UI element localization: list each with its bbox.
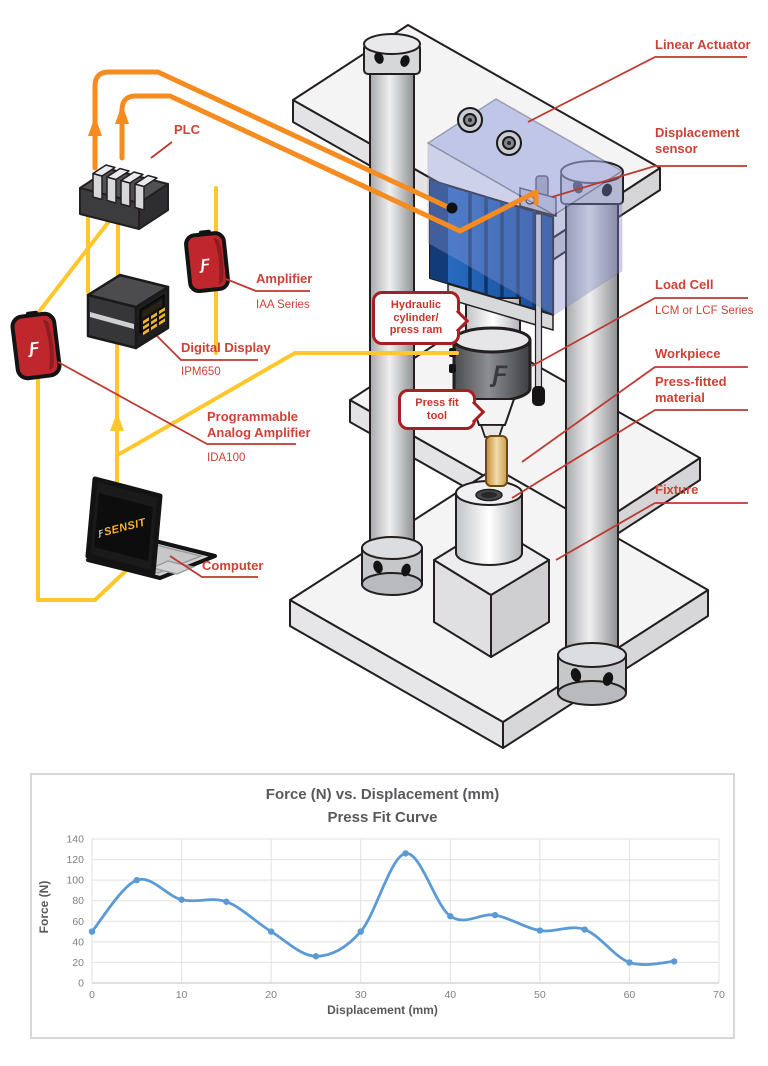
chart-title-line2: Press Fit Curve [327, 809, 438, 826]
x-tick-label: 10 [176, 989, 188, 1001]
y-tick-label: 0 [78, 978, 84, 990]
futek-logo: Ƒ [26, 340, 41, 358]
label-workpiece: Workpiece [655, 346, 721, 361]
label-load-cell: Load Cell [655, 277, 714, 292]
chart-title: Force (N) vs. Displacement (mm) Press Fi… [32, 783, 733, 829]
x-tick-label: 40 [444, 989, 456, 1001]
x-tick-label: 20 [265, 989, 277, 1001]
y-tick-label: 60 [72, 916, 84, 928]
callout-line: cylinder/ [393, 311, 439, 324]
chart-title-line1: Force (N) vs. Displacement (mm) [265, 786, 500, 803]
label-programmable-analog-amplifier: Programmable Analog Amplifier [207, 409, 311, 441]
orange-arrow-up-icon [88, 116, 102, 136]
bolt-icon [496, 130, 522, 156]
label-amplifier: Amplifier [256, 271, 313, 286]
data-point-marker [133, 876, 140, 884]
chart-plot-area: 0 20 40 60 80 100 120 140 0 10 20 30 40 50 60 70 [66, 834, 725, 1002]
data-point-marker [223, 898, 230, 905]
diagram-artwork: Ƒ [10, 24, 748, 749]
workpiece-cylinder [455, 480, 523, 566]
right-post [557, 160, 627, 706]
callout-line: Press fit [415, 397, 459, 409]
y-tick-label: 40 [72, 936, 84, 948]
label-displacement-sensor: Displacement sensor [655, 125, 740, 157]
callout-line: Hydraulic [390, 299, 442, 311]
y-tick-label: 100 [66, 875, 84, 887]
amplifier-ida-device: Ƒ [10, 310, 62, 381]
label-digital-display: Digital Display [181, 340, 271, 355]
chart-y-axis-label: Force (N) [37, 880, 51, 934]
label-line: Analog Amplifier [207, 425, 311, 440]
label-linear-actuator: Linear Actuator [655, 37, 751, 52]
yellow-arrow-up-icon [110, 412, 124, 431]
y-tick-label: 120 [66, 854, 84, 866]
data-point-marker [626, 959, 633, 966]
label-load-cell-series: LCM or LCF Series [655, 305, 754, 317]
callout-hydraulic-cylinder: Hydraulic cylinder/ press ram [372, 291, 460, 345]
data-point-marker [402, 850, 409, 857]
plc-device [79, 164, 169, 230]
futek-logo: Ƒ [97, 528, 106, 538]
wire-connector-dot [446, 202, 458, 214]
press-fit-tool-rod [485, 435, 508, 487]
press-fit-curve-chart: 0 20 40 60 80 100 120 140 0 10 20 30 40 50 60 70 Force … [30, 773, 735, 1039]
x-tick-label: 0 [89, 989, 95, 1001]
label-line: sensor [655, 141, 698, 156]
label-amplifier-series: IAA Series [256, 299, 310, 311]
data-point-marker [447, 912, 454, 920]
label-digital-display-model: IPM650 [181, 366, 221, 378]
x-tick-label: 30 [355, 989, 367, 1001]
orange-arrow-up-icon [115, 104, 129, 124]
data-point-marker [178, 896, 185, 903]
yellow-signal-wires [36, 186, 459, 602]
label-line: Displacement [655, 125, 740, 140]
y-tick-label: 140 [66, 834, 84, 846]
callout-line: tool [426, 409, 448, 422]
load-cell-device: Ƒ [449, 326, 532, 403]
data-point-marker [491, 911, 499, 919]
data-point-marker [88, 928, 96, 935]
y-tick-label: 80 [72, 895, 84, 907]
amplifier-iaa-device: Ƒ [184, 229, 230, 294]
chart-x-axis-label: Displacement (mm) [327, 1003, 438, 1017]
label-computer: Computer [202, 558, 264, 573]
callout-line: press ram [389, 324, 443, 336]
futek-logo: Ƒ [490, 361, 509, 388]
label-fixture: Fixture [655, 482, 699, 497]
x-tick-label: 50 [534, 989, 546, 1001]
label-line: Press-fitted [655, 374, 727, 389]
bolt-icon [457, 107, 483, 133]
force-displacement-curve [90, 852, 676, 966]
data-point-marker [357, 928, 364, 935]
data-point-marker [581, 926, 588, 933]
label-line: Programmable [207, 409, 299, 424]
label-press-fitted-material: Press-fitted material [655, 374, 727, 406]
x-tick-label: 60 [624, 989, 636, 1001]
data-point-marker [671, 958, 678, 965]
display-buttons [143, 307, 165, 336]
data-point-marker [312, 953, 320, 960]
leader-lines [57, 56, 748, 578]
futek-logo: Ƒ [198, 256, 212, 274]
x-tick-label: 70 [713, 989, 725, 1001]
laptop-device: Ƒ SENSIT [85, 476, 217, 580]
y-tick-label: 20 [72, 957, 84, 969]
label-prog-amp-model: IDA100 [207, 452, 246, 464]
data-point-marker [536, 927, 544, 934]
digital-display-device [86, 273, 170, 350]
label-line: material [655, 390, 705, 405]
actuator-top-block [426, 98, 624, 316]
data-point-marker [267, 928, 275, 935]
callout-press-fit-tool: Press fit tool [398, 389, 476, 430]
label-plc: PLC [174, 122, 200, 137]
